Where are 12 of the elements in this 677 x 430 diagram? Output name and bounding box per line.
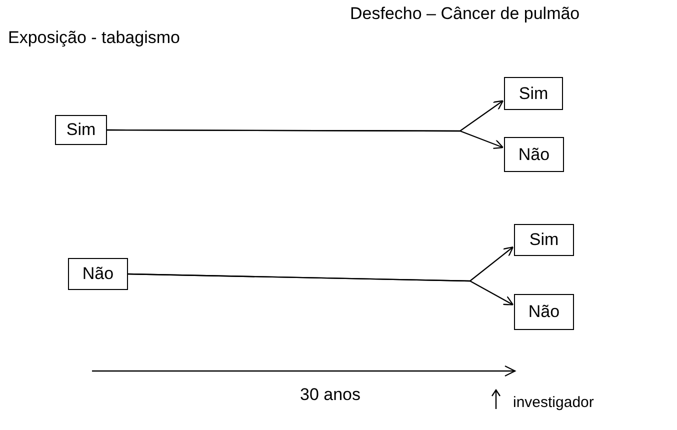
- answer-box: Sim: [504, 77, 563, 110]
- answer-box: Não: [504, 137, 564, 172]
- axis-title: Desfecho – Câncer de pulmão: [350, 4, 580, 24]
- arrow: [128, 273, 514, 306]
- duration-label: 30 anos: [300, 385, 360, 405]
- answer-box: Sim: [514, 224, 574, 256]
- answer-box: Não: [514, 294, 574, 330]
- axis-title: Exposição - tabagismo: [8, 28, 180, 48]
- role-label: investigador: [513, 394, 594, 411]
- answer-box: Não: [68, 258, 128, 290]
- answer-box: Sim: [55, 115, 107, 145]
- arrow: [107, 129, 504, 150]
